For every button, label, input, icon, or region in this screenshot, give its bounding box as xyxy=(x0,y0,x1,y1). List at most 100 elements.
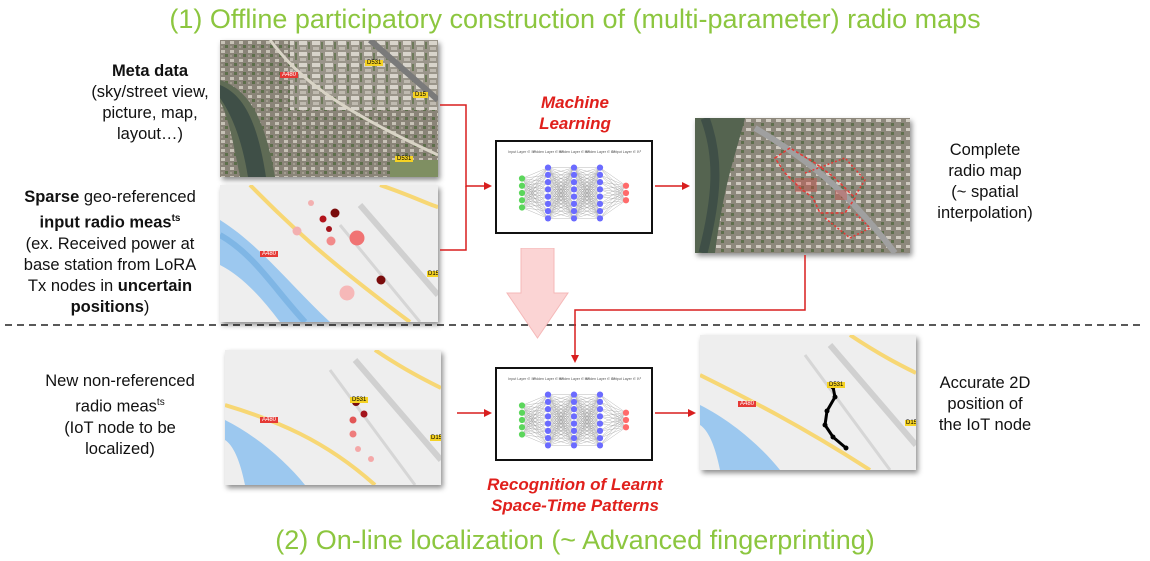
nn-connection xyxy=(599,394,627,413)
nn-connection xyxy=(599,412,627,424)
nn-connection xyxy=(573,167,601,176)
complete-map-line: Complete xyxy=(949,141,1021,159)
nn-connection xyxy=(521,434,549,446)
nn-connection xyxy=(521,167,549,208)
nn-neuron xyxy=(570,420,578,427)
nn-connection xyxy=(547,430,575,446)
nn-neuron xyxy=(544,208,552,215)
nn-connection xyxy=(547,167,575,219)
uncertain-bold: uncertain xyxy=(117,276,193,295)
accurate-line: position of xyxy=(947,395,1023,413)
nn-neuron xyxy=(596,186,604,193)
nn-connection xyxy=(573,196,601,219)
new-meas-line: (IoT node to be xyxy=(64,418,176,437)
nn-neuron xyxy=(570,391,578,398)
nn-connection xyxy=(573,394,601,431)
road-label-d15: D15 xyxy=(413,92,429,98)
nn-neuron xyxy=(518,204,526,211)
title-offline: (1) Offline participatory construction o… xyxy=(169,4,981,34)
satellite-meta-image: A480 D531 D15 D531 xyxy=(220,40,438,177)
nn-neuron xyxy=(570,193,578,200)
complete-map-line: interpolation) xyxy=(937,204,1033,222)
nn-connection xyxy=(573,167,601,197)
nn-connection xyxy=(547,409,575,446)
nn-neuron xyxy=(596,427,604,434)
nn-connection xyxy=(599,200,627,219)
nn-neuron xyxy=(544,442,552,449)
sparse-measurement-map: A480 D15 xyxy=(220,185,438,322)
nn-connection xyxy=(573,167,601,219)
nn-neuron xyxy=(570,215,578,222)
nn-connection xyxy=(599,412,627,432)
nn-neuron xyxy=(596,398,604,405)
nn-connection xyxy=(573,167,601,190)
nn-connection xyxy=(573,430,601,446)
machine-learning-label: Machine Learning xyxy=(500,92,650,134)
nn-connection xyxy=(547,423,575,446)
nn-neuron xyxy=(596,208,604,215)
nn-neuron xyxy=(544,413,552,420)
nn-connection xyxy=(521,430,549,435)
road-label-d531: D531 xyxy=(350,397,369,403)
nn-connection xyxy=(599,419,627,446)
nn-neuron xyxy=(570,413,578,420)
nn-connection xyxy=(521,401,549,435)
nn-connection xyxy=(573,394,601,410)
new-meas-line: localized) xyxy=(85,439,155,458)
title-online: (2) On-line localization (~ Advanced fin… xyxy=(275,525,875,555)
nn-connection xyxy=(599,167,627,186)
nn-connection xyxy=(547,394,575,403)
nn-connection xyxy=(521,174,549,208)
nn-neuron xyxy=(622,424,630,431)
nn-neuron xyxy=(622,189,630,197)
ml-label-line: Machine xyxy=(540,93,610,112)
nn-connection xyxy=(547,394,575,431)
ml-label-line: Learning xyxy=(539,114,611,133)
nn-connection xyxy=(573,437,601,446)
nn-neuron xyxy=(518,197,526,204)
nn-connection xyxy=(599,412,627,439)
nn-connection xyxy=(573,189,601,219)
complete-map-line: radio map xyxy=(948,162,1022,180)
nn-connection xyxy=(521,207,549,219)
nn-connection xyxy=(547,167,575,183)
accurate-position-text: Accurate 2D position of the IoT node xyxy=(925,373,1045,436)
nn-neuron xyxy=(544,391,552,398)
nn-neuron xyxy=(570,179,578,186)
nn-neuron xyxy=(570,208,578,215)
nn-connection xyxy=(599,412,627,417)
nn-connection xyxy=(547,394,575,410)
nn-neuron xyxy=(544,193,552,200)
nn-connection xyxy=(547,167,575,190)
nn-connection xyxy=(599,412,627,446)
nn-connection xyxy=(521,394,549,428)
complete-radio-map xyxy=(695,118,910,253)
nn-connection xyxy=(573,394,601,417)
nn-connection xyxy=(521,167,549,179)
nn-connection xyxy=(573,394,601,446)
nn-connection xyxy=(573,394,601,439)
nn-connection xyxy=(521,423,549,435)
nn-connection xyxy=(521,181,549,208)
complete-map-line: (~ spatial xyxy=(951,183,1019,201)
road-label-a480: A480 xyxy=(738,401,757,407)
nn-layer-label: Input Layer ∈ ℝ⁵ xyxy=(508,377,536,381)
nn-neuron xyxy=(518,189,526,197)
nn-neuron xyxy=(518,175,526,182)
road-label-d15: D15 xyxy=(905,420,916,426)
nn-layer-label: Hidden Layer ∈ ℝ⁸ xyxy=(533,377,564,381)
nn-connection xyxy=(547,437,575,446)
nn-neuron xyxy=(518,182,526,189)
accurate-line: Accurate 2D xyxy=(939,374,1031,392)
new-meas-line2: radio meas xyxy=(75,397,157,416)
nn-neuron xyxy=(544,215,552,222)
new-meas-line: New non-referenced xyxy=(45,372,195,390)
nn-neuron xyxy=(596,215,604,222)
nn-neuron xyxy=(622,197,630,204)
meta-data-line: layout…) xyxy=(116,125,184,143)
nn-connection xyxy=(573,182,601,219)
meta-data-line: (sky/street view, xyxy=(91,83,209,101)
nn-neuron xyxy=(570,442,578,449)
nn-connection xyxy=(521,189,549,208)
